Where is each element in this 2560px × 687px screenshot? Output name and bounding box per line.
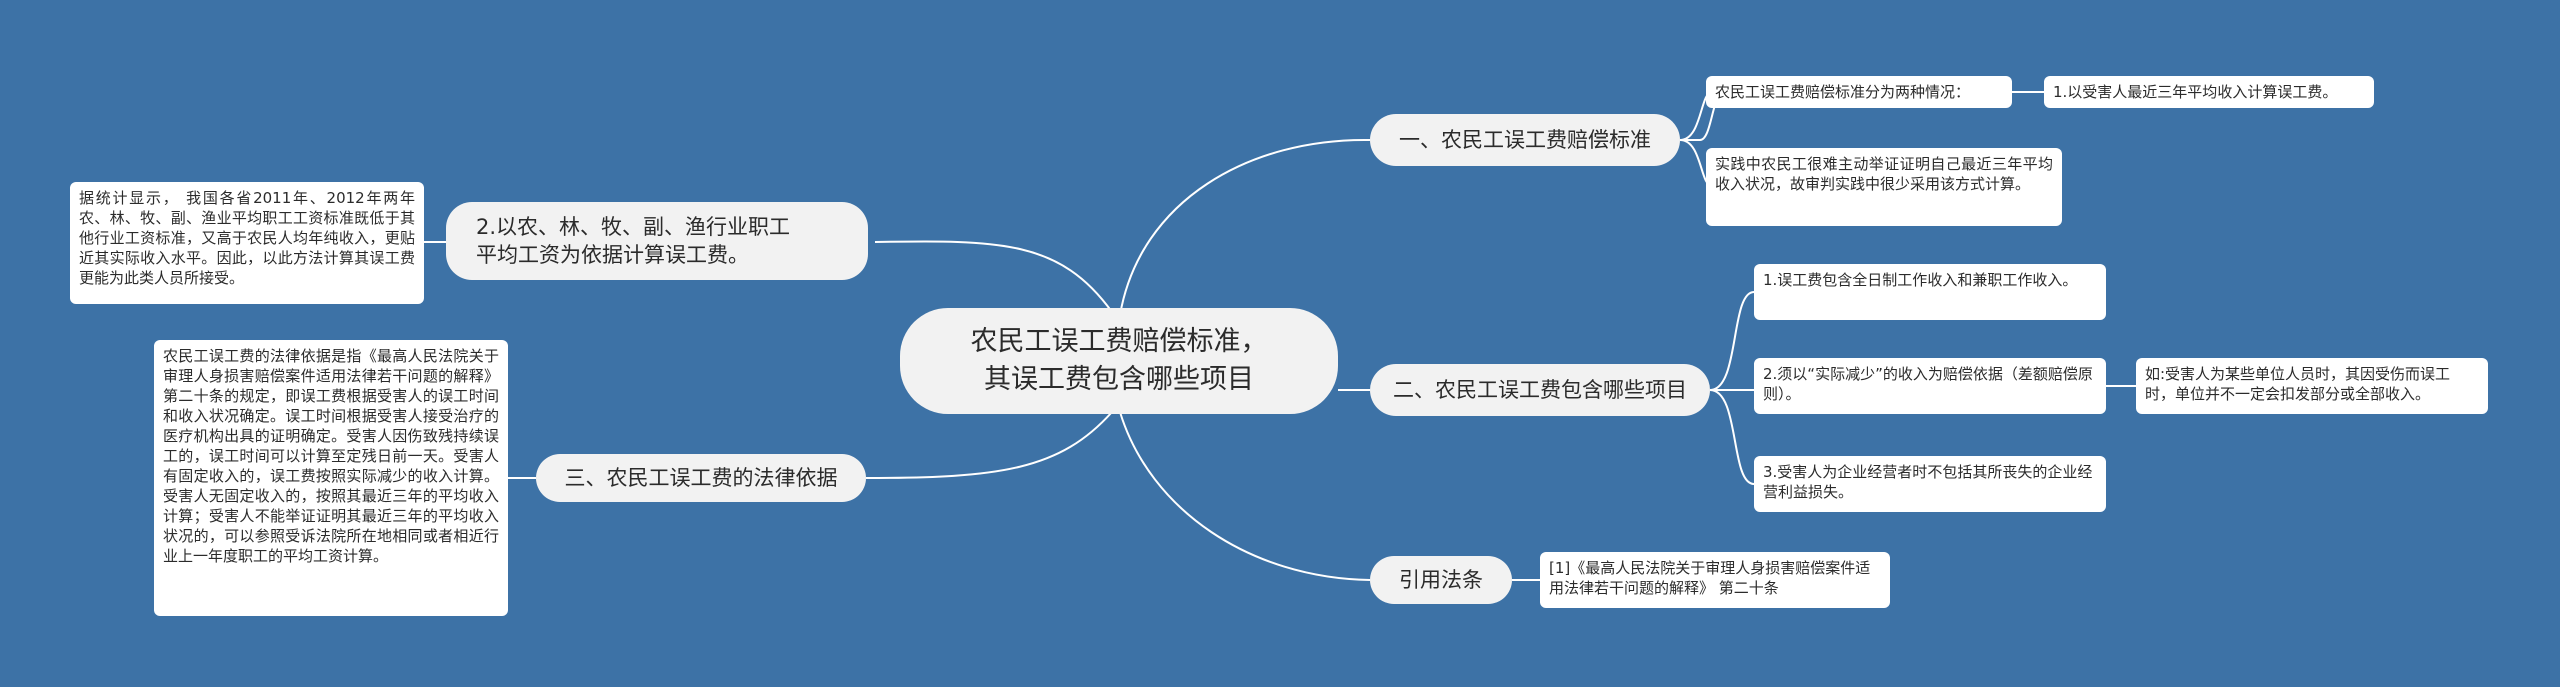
leaf-fulltime-parttime[interactable]: 1.误工费包含全日制工作收入和兼职工作收入。 xyxy=(1754,264,2106,320)
connector-root-b3 xyxy=(1119,411,1371,581)
leaf-unit-deduction-example[interactable]: 如:受害人为某些单位人员时，其因受伤而误工时，单位并不一定会扣发部分或全部收入。 xyxy=(2136,358,2488,414)
connector-root-b5 xyxy=(865,411,1113,479)
branch-compensation-standard[interactable]: 一、农民工误工费赔偿标准 xyxy=(1370,114,1680,166)
connector-b2-l2c xyxy=(1709,389,1755,485)
connector-root-b1 xyxy=(1119,138,1371,316)
connector-b2-l2a xyxy=(1709,291,1755,391)
branch-industry-wage-basis[interactable]: 2.以农、林、牧、副、渔行业职工 平均工资为依据计算误工费。 xyxy=(446,202,868,280)
leaf-actual-reduction[interactable]: 2.须以“实际减少”的收入为赔偿依据（差额赔偿原则）。 xyxy=(1754,358,2106,414)
leaf-practice-rarely-used[interactable]: 实践中农民工很难主动举证证明自己最近三年平均收入状况，故审判实践中很少采用该方式… xyxy=(1706,148,2062,226)
branch-included-items[interactable]: 二、农民工误工费包含哪些项目 xyxy=(1370,364,1710,416)
branch-cited-law[interactable]: 引用法条 xyxy=(1370,556,1512,604)
branch-legal-basis[interactable]: 三、农民工误工费的法律依据 xyxy=(536,454,866,502)
leaf-statistics-note[interactable]: 据统计显示， 我国各省2011年、2012年两年农、林、牧、副、渔业平均职工工资… xyxy=(70,182,424,304)
leaf-three-year-average[interactable]: 1.以受害人最近三年平均收入计算误工费。 xyxy=(2044,76,2374,108)
root-topic[interactable]: 农民工误工费赔偿标准， 其误工费包含哪些项目 xyxy=(900,308,1338,414)
leaf-two-cases[interactable]: 农民工误工费赔偿标准分为两种情况： xyxy=(1706,76,2012,108)
connector-root-b4 xyxy=(874,240,1113,313)
leaf-cited-interpretation[interactable]: [1]《最高人民法院关于审理人身损害赔偿案件适用法律若干问题的解释》 第二十条 xyxy=(1540,552,1890,608)
leaf-business-loss-excluded[interactable]: 3.受害人为企业经营者时不包括其所丧失的企业经营利益损失。 xyxy=(1754,456,2106,512)
leaf-legal-basis-detail[interactable]: 农民工误工费的法律依据是指《最高人民法院关于审理人身损害赔偿案件适用法律若干问题… xyxy=(154,340,508,616)
